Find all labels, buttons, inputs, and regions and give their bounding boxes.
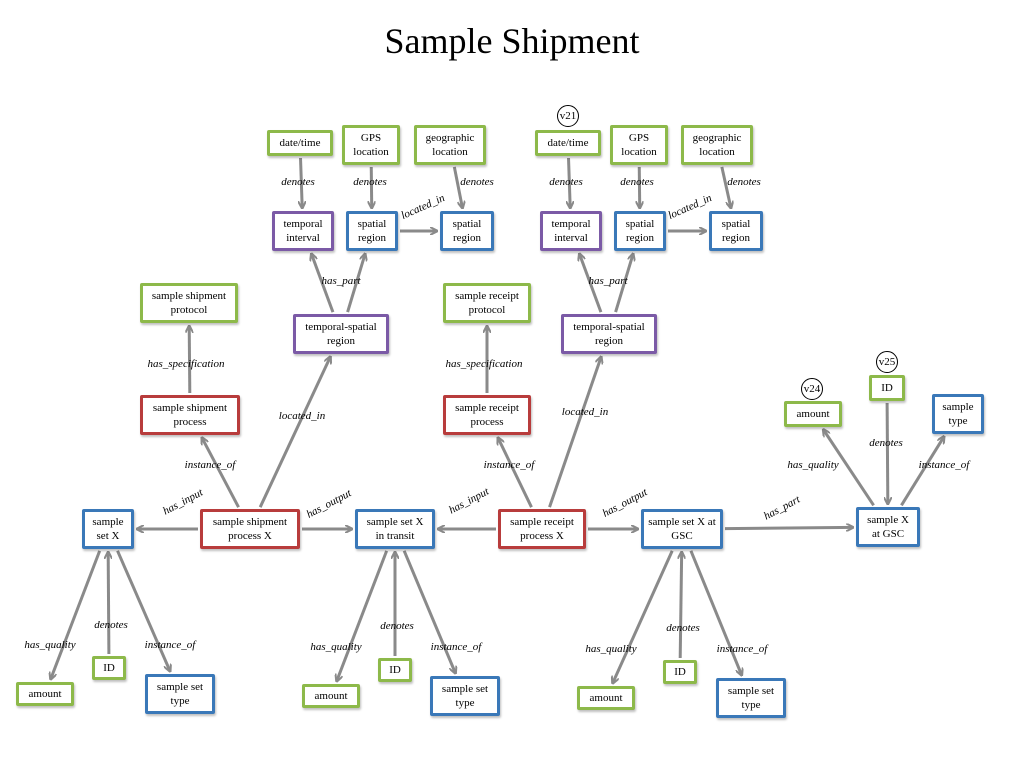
node-id-3: ID — [663, 660, 697, 684]
node-sample-type: sample type — [932, 394, 984, 434]
node-geo-2: geographic location — [681, 125, 753, 165]
edge-set-at-gsc-to-amount-3 — [613, 550, 674, 683]
node-geo-1: geographic location — [414, 125, 486, 165]
diagram-title: Sample Shipment — [384, 21, 640, 61]
node-temporal-interval-2: temporal interval — [540, 211, 602, 251]
edge-ts-region-2-to-temporal-interval-2 — [579, 254, 603, 313]
node-id-gsc: ID — [869, 375, 905, 401]
edge-label: has_part — [321, 275, 361, 287]
edge-label: instance_of — [483, 459, 535, 471]
node-id-2: ID — [378, 658, 412, 682]
node-ts-region-2: temporal-spatial region — [561, 314, 657, 354]
edge-label: instance_of — [144, 639, 196, 651]
edge-label: has_quality — [787, 459, 839, 471]
edge-label: instance_of — [716, 643, 768, 655]
edge-label: denotes — [666, 622, 700, 634]
node-spatial-region-1a: spatial region — [346, 211, 398, 251]
edge-receipt-process-x-to-ts-region-2 — [548, 357, 602, 508]
version-badge: v25 — [876, 351, 898, 373]
edge-datetime-2-to-temporal-interval-2 — [569, 157, 571, 208]
node-receipt-process-x: sample receipt process X — [498, 509, 586, 549]
edge-label: denotes — [94, 619, 128, 631]
edge-id-1-to-sample-set-x — [108, 552, 109, 655]
edge-label: has_quality — [585, 643, 637, 655]
node-set-type-2: sample set type — [430, 676, 500, 716]
edge-sample-at-gsc-to-amount-gsc — [823, 429, 875, 507]
edge-ts-region-2-to-spatial-region-2a — [614, 254, 634, 313]
edge-label: has_part — [588, 275, 628, 287]
edge-shipment-process-to-shipment-protocol — [189, 326, 190, 394]
edge-label: denotes — [869, 437, 903, 449]
node-spatial-region-2a: spatial region — [614, 211, 666, 251]
node-set-type-1: sample set type — [145, 674, 215, 714]
edge-label: denotes — [380, 620, 414, 632]
edge-geo-1-to-spatial-region-1b — [452, 166, 462, 208]
edge-datetime-1-to-temporal-interval-1 — [301, 157, 303, 208]
edge-label: denotes — [727, 176, 761, 188]
node-spatial-region-2b: spatial region — [709, 211, 763, 251]
edge-sample-set-x-to-set-type-1 — [116, 550, 171, 671]
node-amount-2: amount — [302, 684, 360, 708]
node-shipment-process-x: sample shipment process X — [200, 509, 300, 549]
edge-ts-region-1-to-spatial-region-1a — [346, 254, 366, 313]
edge-label: denotes — [281, 176, 315, 188]
node-datetime-1: date/time — [267, 130, 333, 156]
edge-ts-region-1-to-temporal-interval-1 — [311, 254, 335, 313]
edge-label: has_specification — [147, 358, 225, 370]
edge-label: located_in — [278, 410, 326, 422]
edge-label: denotes — [620, 176, 654, 188]
edge-set-at-gsc-to-sample-at-gsc — [724, 527, 853, 528]
node-datetime-2: date/time — [535, 130, 601, 156]
node-set-in-transit: sample set X in transit — [355, 509, 435, 549]
node-sample-set-x: sample set X — [82, 509, 134, 549]
edge-label: instance_of — [184, 459, 236, 471]
edge-label: located_in — [561, 406, 609, 418]
edge-label: has_quality — [24, 639, 76, 651]
node-set-at-gsc: sample set X at GSC — [641, 509, 723, 549]
edge-label: has_quality — [310, 641, 362, 653]
edge-label: instance_of — [918, 459, 970, 471]
edge-id-3-to-set-at-gsc — [680, 552, 681, 659]
version-badge: v24 — [801, 378, 823, 400]
edge-label: has_specification — [445, 358, 523, 370]
node-shipment-process: sample shipment process — [140, 395, 240, 435]
edge-shipment-process-x-to-shipment-process — [202, 438, 240, 508]
node-amount-3: amount — [577, 686, 635, 710]
edge-set-in-transit-to-amount-2 — [337, 550, 389, 681]
node-gps-2: GPS location — [610, 125, 668, 165]
edge-receipt-process-x-to-receipt-process — [498, 438, 533, 508]
edge-geo-2-to-spatial-region-2b — [720, 166, 731, 208]
node-receipt-protocol: sample receipt protocol — [443, 283, 531, 323]
node-sample-at-gsc: sample X at GSC — [856, 507, 920, 547]
node-receipt-process: sample receipt process — [443, 395, 531, 435]
edge-sample-at-gsc-to-sample-type — [900, 437, 944, 507]
edge-label: denotes — [353, 176, 387, 188]
node-amount-1: amount — [16, 682, 74, 706]
edge-label: denotes — [460, 176, 494, 188]
node-amount-gsc: amount — [784, 401, 842, 427]
node-id-1: ID — [92, 656, 126, 680]
node-shipment-protocol: sample shipment protocol — [140, 283, 238, 323]
node-set-type-3: sample set type — [716, 678, 786, 718]
edge-label: instance_of — [430, 641, 482, 653]
node-gps-1: GPS location — [342, 125, 400, 165]
edge-id-gsc-to-sample-at-gsc — [887, 402, 888, 504]
edge-set-at-gsc-to-set-type-3 — [689, 550, 742, 675]
edge-label: denotes — [549, 176, 583, 188]
edge-sample-set-x-to-amount-1 — [51, 550, 102, 679]
edge-shipment-process-x-to-ts-region-1 — [258, 357, 330, 508]
edge-set-in-transit-to-set-type-2 — [402, 550, 455, 673]
node-temporal-interval-1: temporal interval — [272, 211, 334, 251]
node-ts-region-1: temporal-spatial region — [293, 314, 389, 354]
version-badge: v21 — [557, 105, 579, 127]
node-spatial-region-1b: spatial region — [440, 211, 494, 251]
